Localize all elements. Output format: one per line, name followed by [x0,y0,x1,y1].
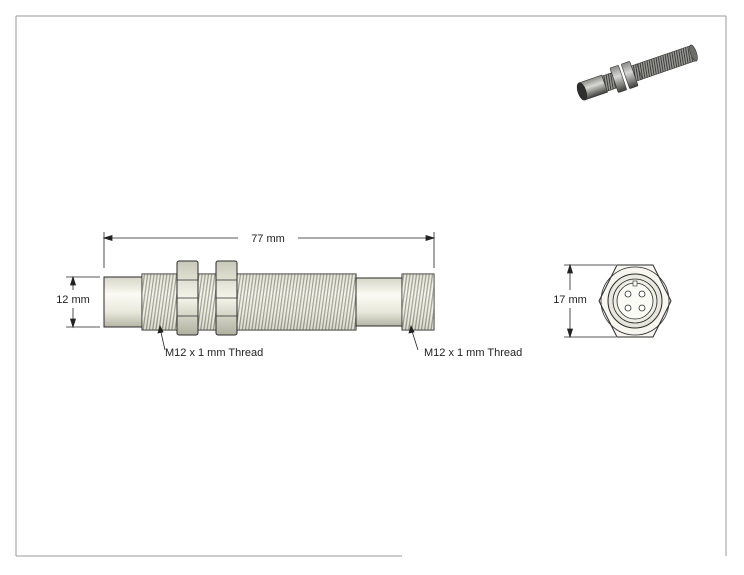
overall-length-label: 77 mm [251,233,285,245]
dimension-face-width [564,263,616,339]
connector-pins [624,290,646,312]
thread-callout-right: M12 x 1 mm Thread [424,347,522,359]
hex-nut-1 [176,260,199,336]
thread-callout-right-leader [408,324,419,351]
sheet-border [15,15,727,557]
hex-nut-2 [215,260,238,336]
dimension-overall-length [102,232,436,268]
front-view [598,264,672,338]
side-view [103,260,435,336]
sensing-face-cylinder [103,276,143,328]
thread-callout-left: M12 x 1 mm Thread [165,347,263,359]
body-diameter-label: 12 mm [56,294,90,306]
isometric-view [576,44,698,101]
thread-callout-left-leader [157,324,166,351]
connector-neck [355,277,403,327]
face-width-label: 17 mm [553,294,587,306]
dimension-body-diameter [66,275,100,329]
